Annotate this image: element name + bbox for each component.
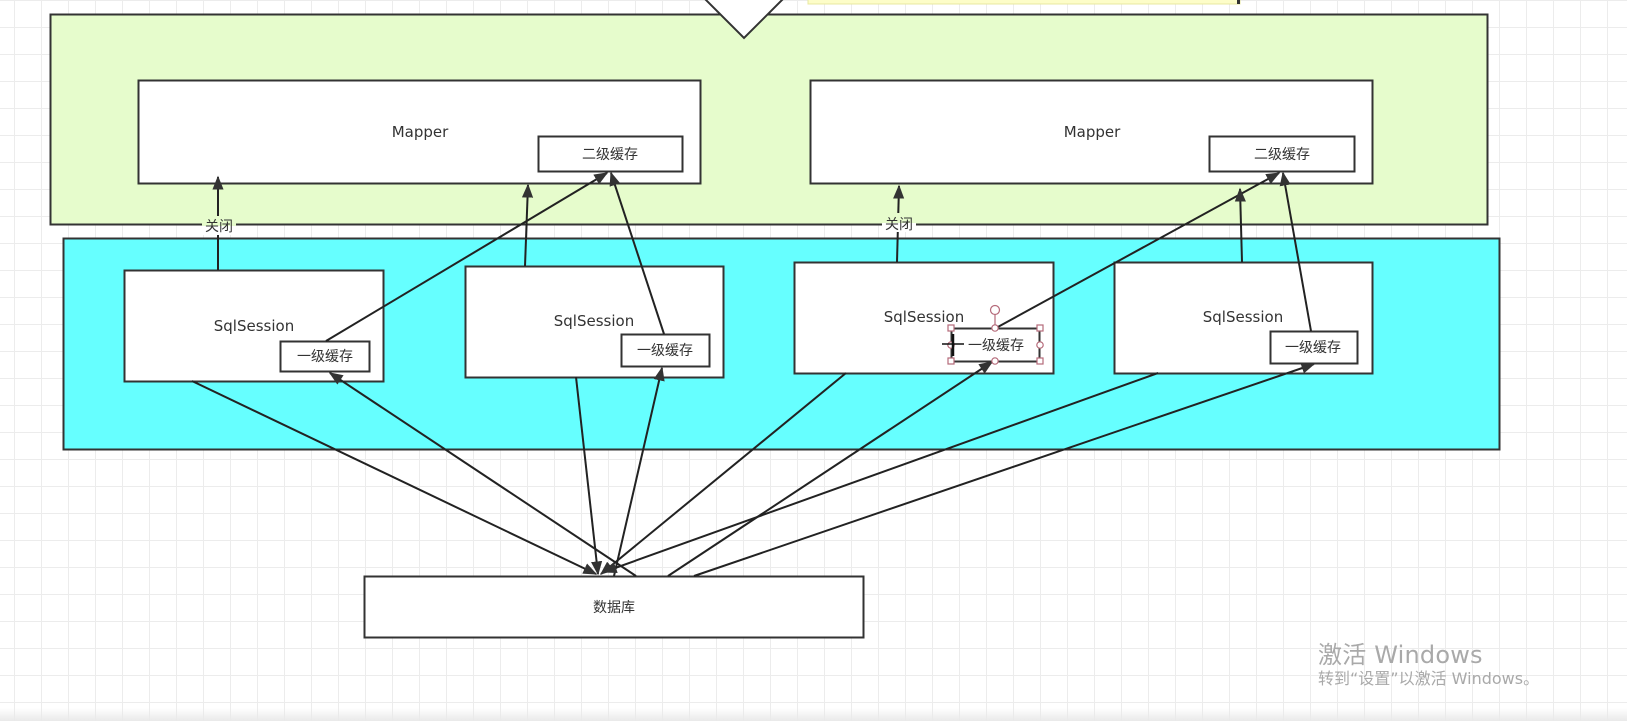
edge-session3-cache-to-mapper2-cache[interactable]: [995, 172, 1281, 329]
resize-handle-se[interactable]: [1036, 357, 1044, 365]
resize-handle-e[interactable]: [1036, 341, 1044, 349]
close-label-2: 关闭: [882, 213, 916, 233]
edge-session2-to-mapper1[interactable]: [521, 183, 534, 267]
database[interactable]: 数据库: [363, 575, 865, 639]
session-1-label: SqlSession: [214, 317, 294, 335]
session-1-cache-label: 一级缓存: [297, 349, 353, 365]
session-4-cache-label: 一级缓存: [1285, 340, 1341, 356]
session-3[interactable]: SqlSession: [793, 261, 1055, 375]
resize-handle-sw[interactable]: [947, 357, 955, 365]
mapper-2-cache-label: 二级缓存: [1254, 147, 1310, 163]
close-label-1: 关闭: [202, 216, 236, 235]
session-4-first-level-cache[interactable]: 一级缓存: [1269, 330, 1359, 365]
edge-database-to-session2-cache[interactable]: [613, 366, 665, 577]
svg-text:关闭: 关闭: [885, 217, 913, 233]
edge-session4-to-database[interactable]: [602, 372, 1159, 574]
edge-database-to-session4-cache[interactable]: [693, 362, 1316, 577]
windows-activation-watermark: 激活 Windows 转到“设置”以激活 Windows。: [1318, 642, 1539, 688]
edge-session3-to-database[interactable]: [599, 372, 847, 575]
session-database-edges: [191, 361, 1316, 577]
top-decision-shape[interactable]: [698, 0, 790, 40]
database-label: 数据库: [593, 600, 635, 616]
resize-handle-ne[interactable]: [1036, 324, 1044, 332]
mapper-1-cache-label: 二级缓存: [582, 147, 638, 163]
edge-session4-cache-to-mapper2-cache[interactable]: [1279, 171, 1312, 332]
session-3-first-level-cache[interactable]: 一级缓存: [950, 327, 1041, 363]
edge-session2-cache-to-mapper1-cache[interactable]: [609, 171, 665, 335]
session-2-label: SqlSession: [554, 312, 634, 330]
resize-handle-s[interactable]: [991, 357, 999, 365]
top-note-strip[interactable]: [807, 0, 1241, 5]
edge-session1-cache-to-mapper1-cache[interactable]: [325, 172, 609, 342]
watermark-title: 激活 Windows: [1318, 641, 1483, 669]
session-4-label: SqlSession: [1203, 308, 1283, 326]
edge-session4-to-mapper2[interactable]: [1234, 187, 1246, 263]
resize-handle-nw[interactable]: [947, 324, 955, 332]
resize-handle-n[interactable]: [991, 324, 999, 332]
move-cursor-icon: [942, 334, 964, 356]
mapper-1-second-level-cache[interactable]: 二级缓存: [537, 135, 684, 173]
mapper-2-label: Mapper: [1064, 123, 1121, 141]
session-3-cache-label: 一级缓存: [968, 338, 1024, 354]
canvas-bottom-edge: [0, 708, 1627, 721]
mapper-2-second-level-cache[interactable]: 二级缓存: [1208, 135, 1356, 173]
session-mapper-edges: [212, 171, 1312, 342]
top-note-strip-handle: [1237, 0, 1240, 4]
session-1-first-level-cache[interactable]: 一级缓存: [279, 340, 371, 373]
rotate-handle[interactable]: [989, 304, 1001, 316]
session-2-first-level-cache[interactable]: 一级缓存: [620, 333, 711, 368]
svg-text:关闭: 关闭: [205, 219, 233, 235]
edge-session1-to-database[interactable]: [191, 380, 598, 575]
session-2-cache-label: 一级缓存: [637, 343, 693, 359]
edge-session2-to-database[interactable]: [575, 376, 603, 576]
edge-database-to-session3-cache[interactable]: [667, 361, 994, 577]
watermark-subtitle: 转到“设置”以激活 Windows。: [1318, 669, 1540, 689]
session-3-label: SqlSession: [884, 308, 964, 326]
mapper-1-label: Mapper: [392, 123, 449, 141]
edge-database-to-session1-cache[interactable]: [328, 372, 637, 577]
